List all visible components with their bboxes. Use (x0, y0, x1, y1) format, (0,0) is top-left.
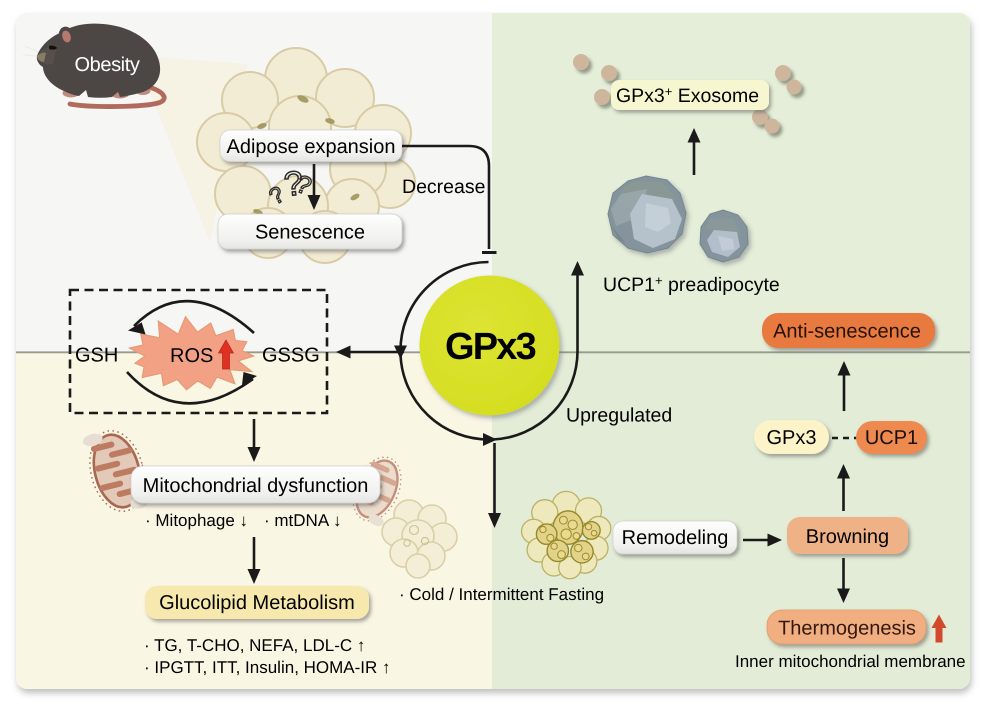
svg-text:Mitochondrial dysfunction: Mitochondrial dysfunction (143, 475, 369, 497)
svg-text:UCP1+ preadipocyte: UCP1+ preadipocyte (603, 273, 780, 296)
svg-text:Upregulated: Upregulated (566, 405, 672, 427)
svg-text:Anti-senescence: Anti-senescence (773, 321, 921, 343)
svg-text:Inner mitochondrial membrane: Inner mitochondrial membrane (735, 652, 966, 671)
svg-text:GSH: GSH (75, 345, 118, 367)
svg-text:GPx3: GPx3 (445, 326, 536, 368)
svg-text:Obesity: Obesity (74, 54, 139, 76)
svg-text:· IPGTT, ITT, Insulin, HOMA-IR: · IPGTT, ITT, Insulin, HOMA-IR ↑ (144, 658, 391, 677)
svg-text:GPx3: GPx3 (766, 427, 816, 449)
svg-text:UCP1: UCP1 (865, 427, 918, 449)
svg-text:· TG, T-CHO, NEFA, LDL-C ↑: · TG, T-CHO, NEFA, LDL-C ↑ (144, 636, 365, 655)
svg-text:· Mitophage ↓: · Mitophage ↓ (145, 511, 248, 530)
svg-text:Adipose expansion: Adipose expansion (226, 136, 395, 158)
svg-text:Browning: Browning (806, 526, 889, 548)
svg-text:· mtDNA ↓: · mtDNA ↓ (264, 511, 341, 530)
svg-text:Senescence: Senescence (255, 222, 365, 244)
svg-text:· Cold / Intermittent Fasting: · Cold / Intermittent Fasting (399, 585, 604, 604)
svg-text:Decrease: Decrease (402, 176, 485, 198)
svg-text:Glucolipid Metabolism: Glucolipid Metabolism (159, 592, 355, 614)
svg-text:Thermogenesis: Thermogenesis (778, 618, 916, 640)
svg-text:ROS: ROS (170, 345, 213, 367)
svg-text:Remodeling: Remodeling (622, 527, 729, 549)
svg-text:GSSG: GSSG (262, 345, 320, 367)
svg-text:GPx3+ Exosome: GPx3+ Exosome (616, 84, 759, 107)
